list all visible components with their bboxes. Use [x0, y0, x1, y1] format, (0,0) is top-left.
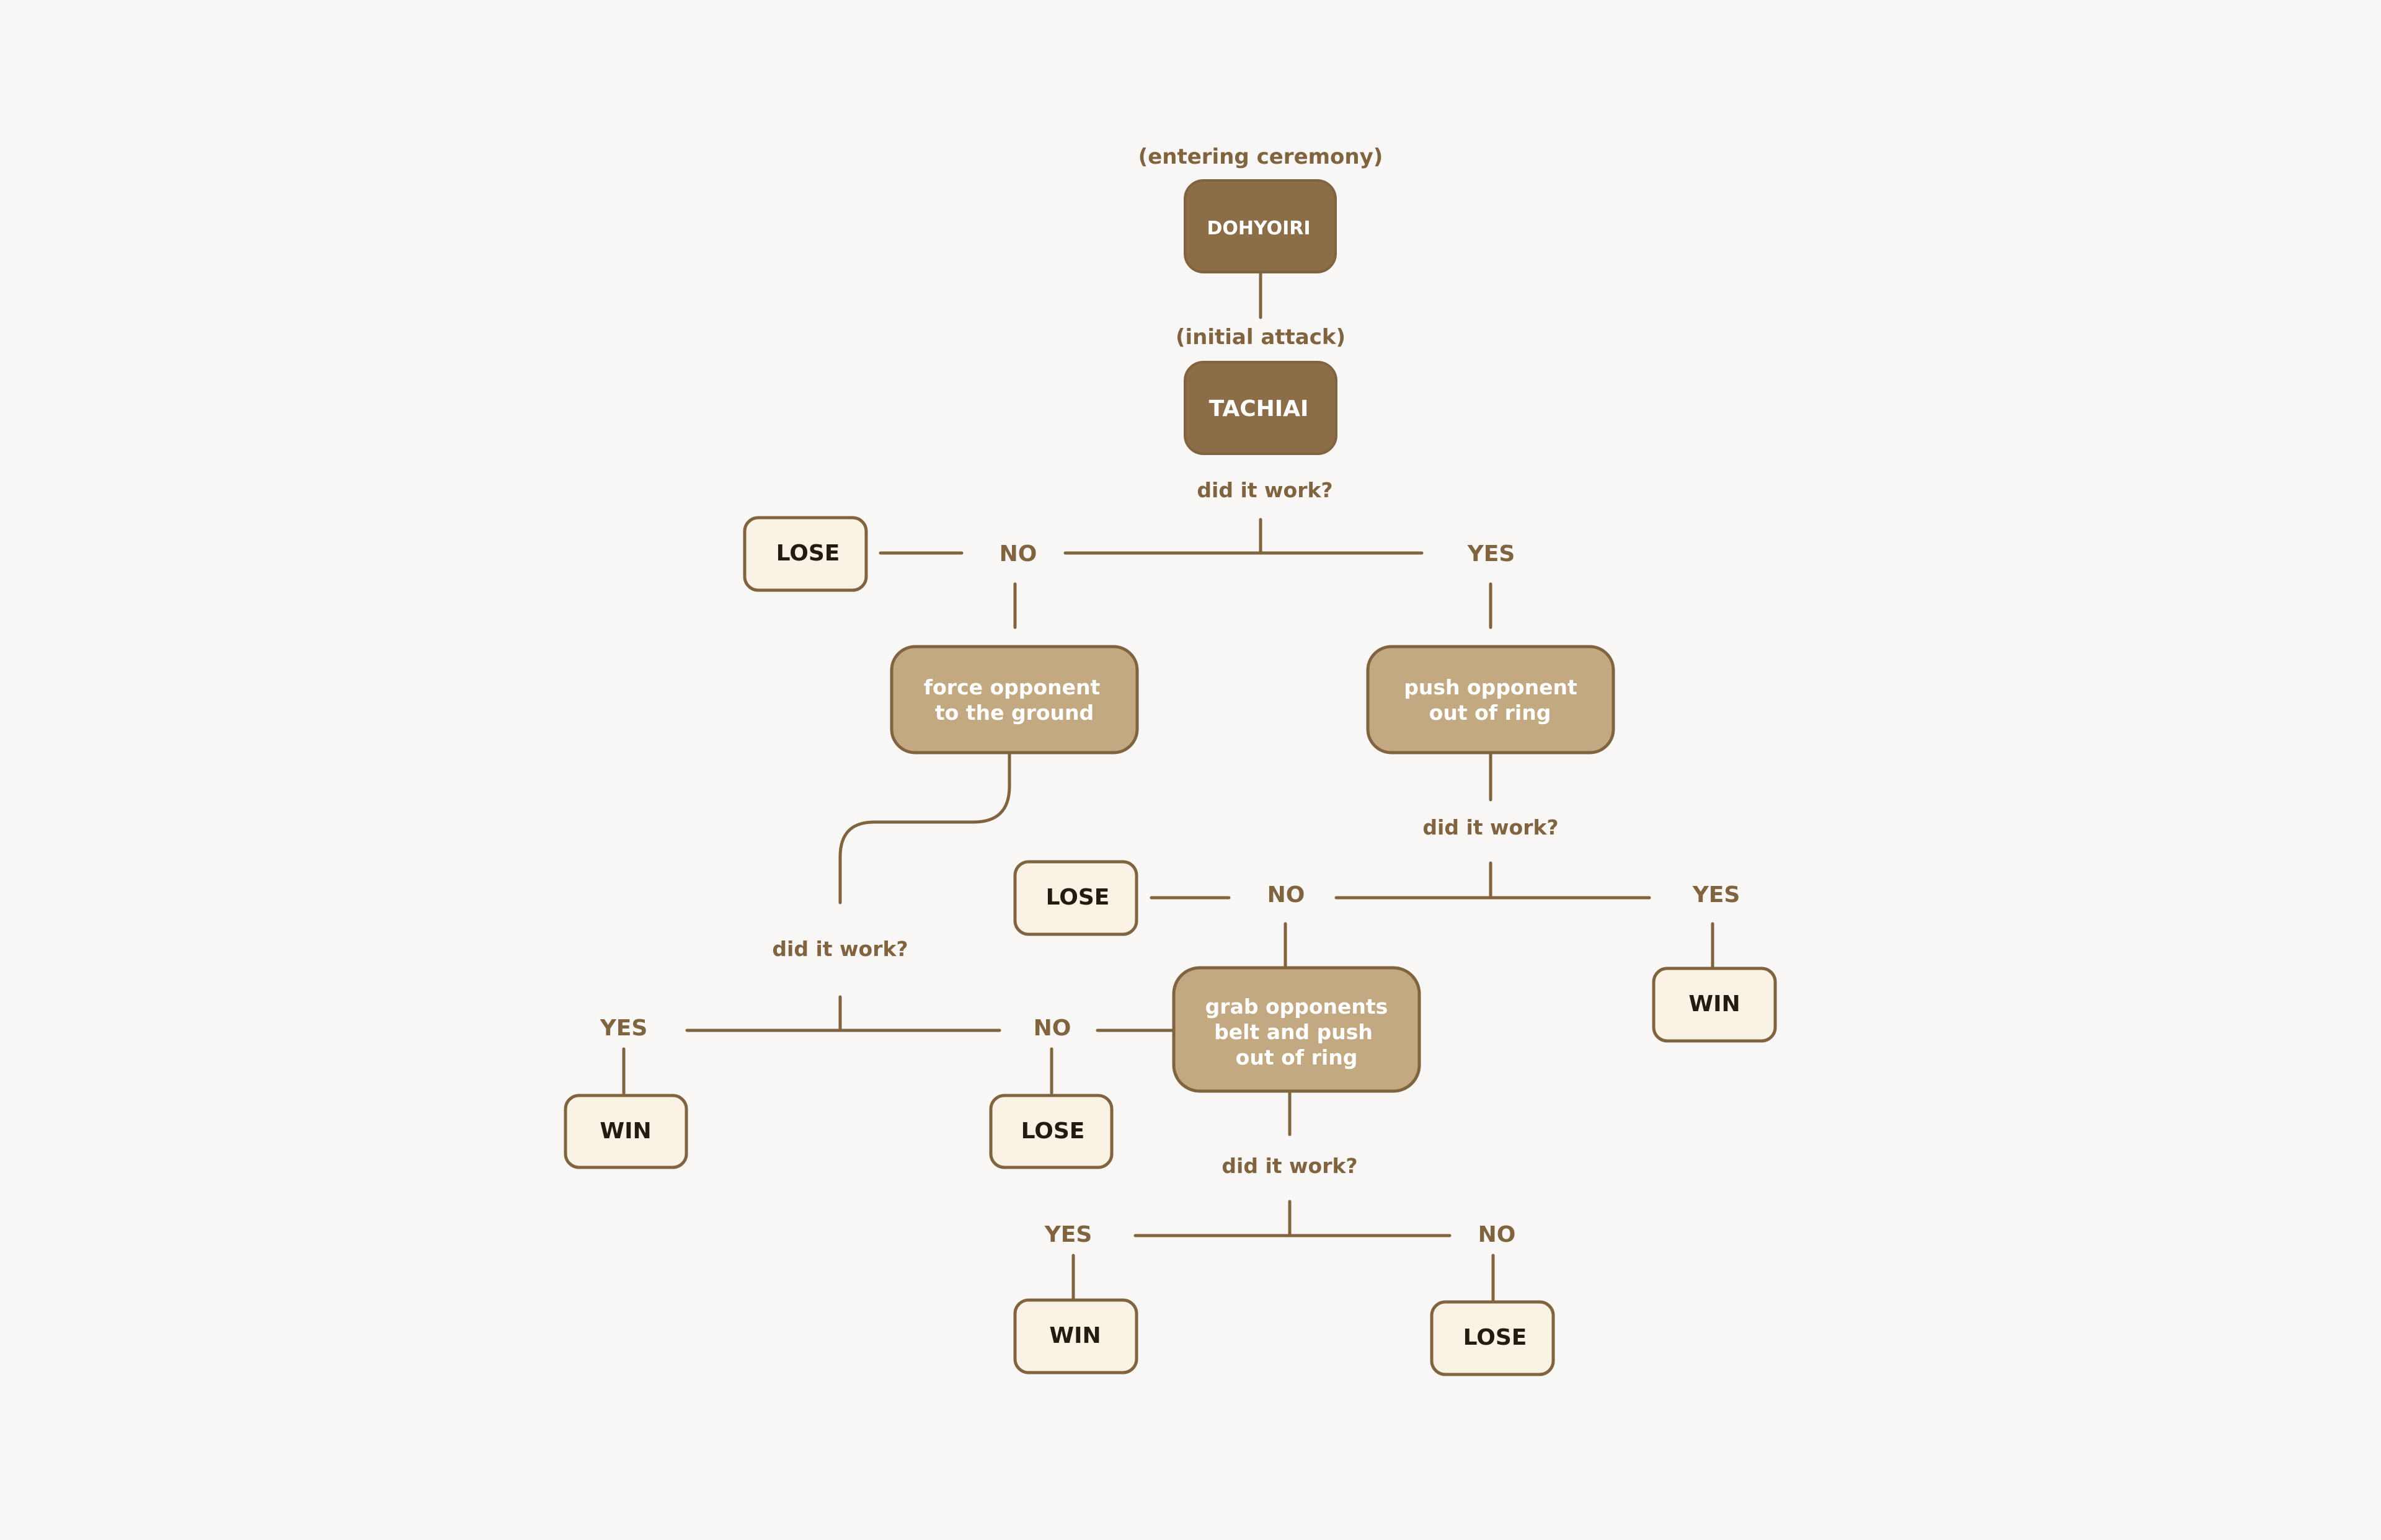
node-force-line-1: force opponent — [924, 675, 1101, 699]
node-tachiai[interactable]: TACHIAI — [1184, 361, 1337, 455]
question-label-1: did it work? — [1197, 478, 1332, 502]
outcome-win-3[interactable]: WIN — [1013, 1298, 1138, 1374]
outcome-lose-4[interactable]: LOSE — [1430, 1300, 1555, 1376]
branch-no-3: NO — [1034, 1016, 1071, 1041]
outcome-win-2-label: WIN — [1688, 991, 1740, 1017]
outcome-lose-2-label: LOSE — [1046, 885, 1110, 910]
branch-yes-4: YES — [1044, 1222, 1093, 1247]
branch-no-2: NO — [1267, 882, 1305, 908]
branch-no-1: NO — [1000, 541, 1037, 567]
node-push-opponent-out[interactable]: push opponent out of ring — [1366, 645, 1615, 755]
node-dohyoiri-label: DOHYOIRI — [1207, 218, 1310, 239]
outcome-lose-3-label: LOSE — [1021, 1118, 1085, 1144]
question-label-3: did it work? — [772, 937, 908, 961]
branch-yes-1: YES — [1467, 541, 1515, 567]
outcome-lose-3[interactable]: LOSE — [989, 1094, 1114, 1169]
outcome-lose-1[interactable]: LOSE — [743, 516, 868, 592]
outcome-lose-1-label: LOSE — [776, 541, 840, 566]
connector-force-q3 — [838, 751, 1011, 905]
node-grab-line-3: out of ring — [1236, 1045, 1358, 1069]
node-grab-line-2: belt and push — [1214, 1020, 1373, 1044]
question-label-4: did it work? — [1222, 1154, 1357, 1178]
node-grab-belt[interactable]: grab opponents belt and push out of ring — [1172, 966, 1421, 1093]
node-force-line-2: to the ground — [935, 701, 1094, 725]
outcome-win-2[interactable]: WIN — [1652, 967, 1777, 1043]
node-grab-line-1: grab opponents — [1205, 994, 1388, 1019]
branch-no-4: NO — [1478, 1222, 1516, 1247]
outcome-win-3-label: WIN — [1049, 1323, 1101, 1348]
question-label-2: did it work? — [1422, 815, 1558, 839]
outcome-win-1-label: WIN — [600, 1118, 651, 1144]
outcome-lose-4-label: LOSE — [1463, 1325, 1527, 1350]
outcome-lose-2[interactable]: LOSE — [1013, 860, 1138, 936]
caption-entering-ceremony: (entering ceremony) — [1138, 144, 1383, 169]
node-push-line-2: out of ring — [1429, 701, 1551, 725]
branch-yes-3: YES — [600, 1016, 648, 1041]
node-push-line-1: push opponent — [1404, 675, 1577, 699]
node-dohyoiri[interactable]: DOHYOIRI — [1184, 179, 1337, 273]
node-tachiai-label: TACHIAI — [1209, 396, 1309, 422]
node-force-opponent-ground[interactable]: force opponent to the ground — [890, 645, 1139, 755]
branch-yes-2: YES — [1692, 882, 1740, 908]
caption-initial-attack: (initial attack) — [1176, 325, 1346, 350]
outcome-win-1[interactable]: WIN — [564, 1094, 688, 1169]
connector-lines — [622, 271, 1714, 1303]
